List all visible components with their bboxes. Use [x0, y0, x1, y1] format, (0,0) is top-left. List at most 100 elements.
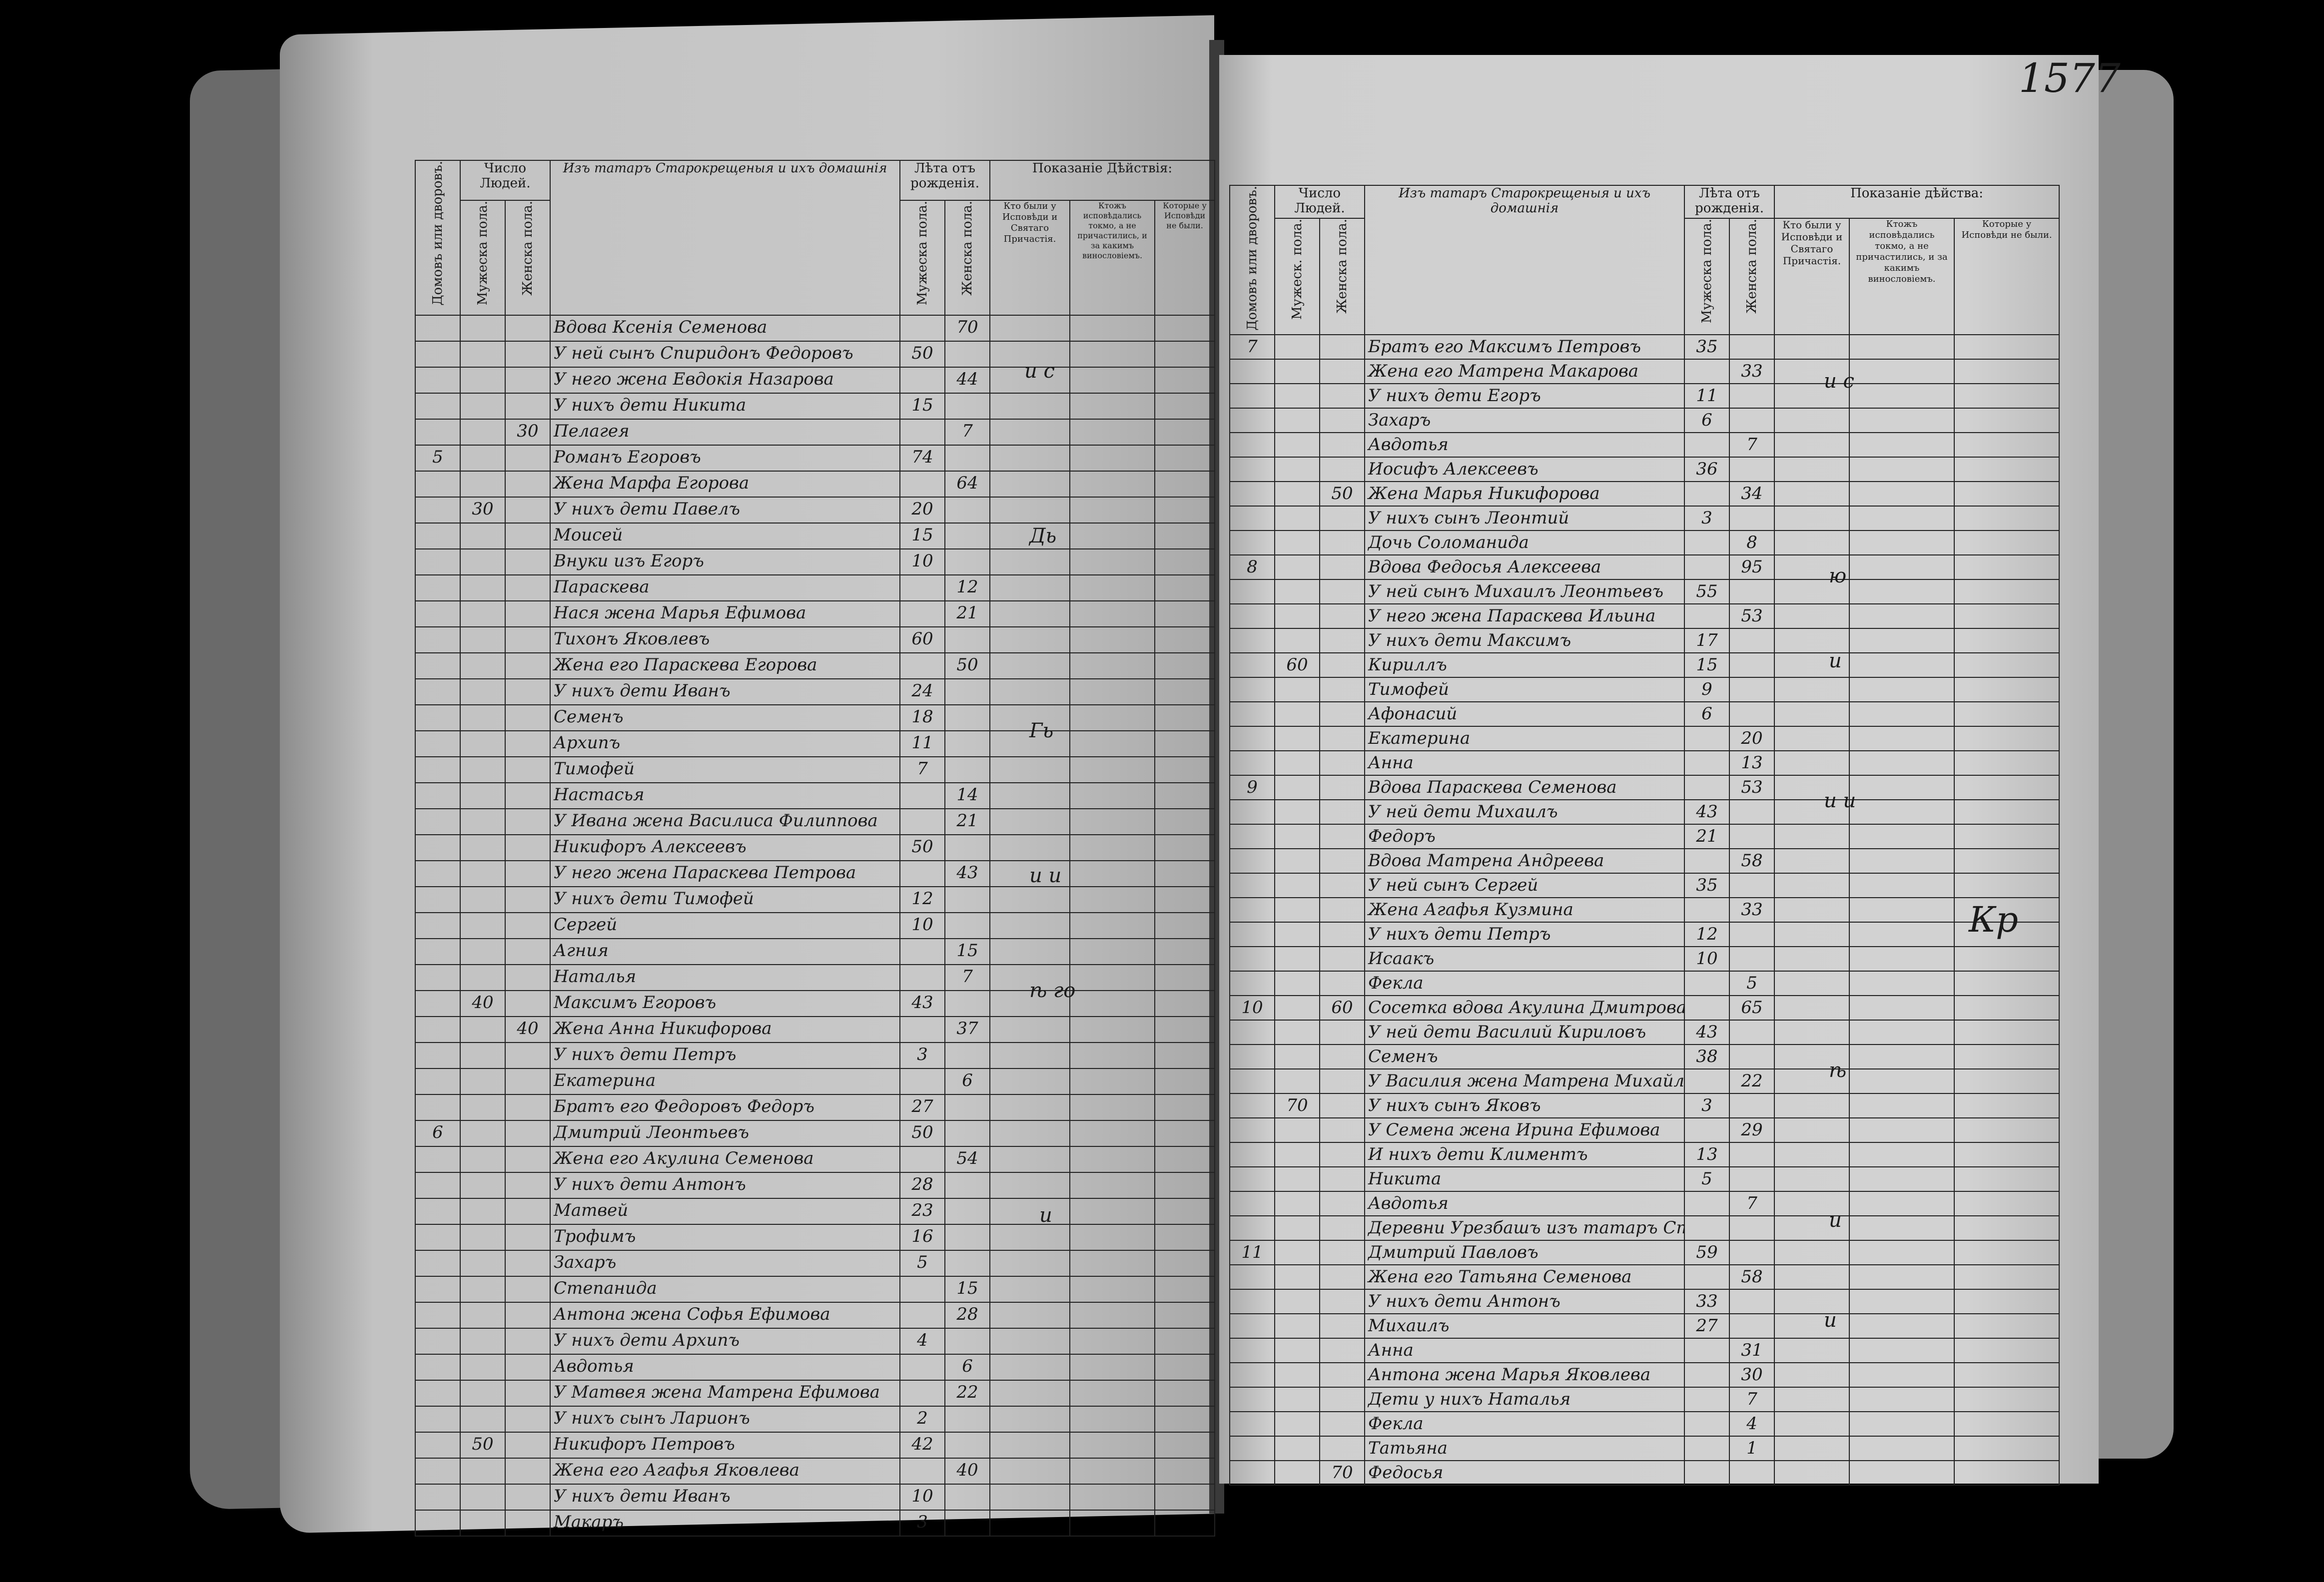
person-name: Параскева: [550, 574, 900, 601]
col-age-female: Женска пола.: [944, 200, 991, 316]
testimony-cell: [1774, 701, 1850, 727]
female-count: [505, 886, 551, 913]
house-count: [415, 523, 461, 549]
testimony-cell: [1154, 1354, 1216, 1381]
age-male: [1684, 603, 1730, 629]
age-male: 15: [899, 393, 945, 420]
house-count: [415, 652, 461, 679]
age-male: 12: [899, 886, 945, 913]
age-female: [944, 1328, 991, 1355]
age-female: [1728, 334, 1775, 360]
person-name: Антона жена Марья Яковлева: [1364, 1362, 1685, 1388]
person-name: У Матвея жена Матрена Ефимова: [550, 1380, 900, 1407]
testimony-cell: [1849, 652, 1955, 678]
person-name: И нихъ дети Климентъ: [1364, 1141, 1685, 1167]
testimony-cell: [1954, 1019, 2060, 1045]
testimony-cell: [1954, 799, 2060, 825]
person-name: Вдова Ксенія Семенова: [550, 315, 900, 342]
house-count: 9: [1229, 774, 1275, 800]
age-male: 3: [1684, 1092, 1730, 1118]
male-count: 60: [1274, 652, 1320, 678]
age-female: [944, 1224, 991, 1251]
testimony-cell: [1954, 1264, 2060, 1290]
testimony-cell: [1954, 383, 2060, 409]
testimony-cell: [989, 678, 1071, 705]
person-name: Трофимъ: [550, 1224, 900, 1251]
testimony-cell: [1069, 756, 1156, 783]
female-count: [505, 1276, 551, 1303]
testimony-cell: [1154, 445, 1216, 472]
age-female: 64: [944, 471, 991, 498]
testimony-cell: [1154, 548, 1216, 575]
age-male: 7: [899, 756, 945, 783]
house-count: [415, 1406, 461, 1433]
testimony-cell: [989, 393, 1071, 420]
female-count: [1319, 1092, 1365, 1118]
male-count: [1274, 725, 1320, 751]
age-female: 8: [1728, 529, 1775, 555]
male-count: [1274, 554, 1320, 580]
testimony-cell: [1849, 578, 1955, 604]
male-count: [460, 1406, 506, 1433]
age-male: 10: [899, 912, 945, 939]
house-count: [1229, 946, 1275, 972]
age-female: [944, 1198, 991, 1225]
female-count: [1319, 921, 1365, 947]
testimony-cell: [1774, 1411, 1850, 1437]
person-name: Максимъ Егоровъ: [550, 990, 900, 1017]
col-male: Мужеск. пола.: [1274, 217, 1320, 335]
age-female: [1728, 652, 1775, 678]
testimony-cell: [1154, 1276, 1216, 1303]
age-female: [1728, 383, 1775, 409]
female-count: [1319, 1362, 1365, 1388]
testimony-cell: [989, 730, 1071, 757]
age-male: [1684, 1411, 1730, 1437]
page-number: 1577: [2019, 55, 2121, 101]
testimony-cell: [989, 626, 1071, 653]
female-count: [505, 964, 551, 991]
age-male: 3: [899, 1510, 945, 1537]
house-count: [415, 756, 461, 783]
testimony-cell: [1849, 432, 1955, 458]
person-name: Пелагея: [550, 419, 900, 446]
female-count: [505, 367, 551, 394]
person-name: У ней дети Михаилъ: [1364, 799, 1685, 825]
testimony-cell: [1774, 554, 1850, 580]
age-male: [899, 1458, 945, 1485]
male-count: [1274, 1362, 1320, 1388]
house-count: [415, 860, 461, 887]
house-count: [415, 1432, 461, 1459]
testimony-cell: [1849, 701, 1955, 727]
female-count: [505, 1354, 551, 1381]
testimony-cell: [1849, 921, 1955, 947]
house-count: [1229, 872, 1275, 898]
testimony-cell: [1849, 1239, 1955, 1265]
person-name: Внуки изъ Егоръ: [550, 548, 900, 575]
female-count: [505, 938, 551, 965]
testimony-cell: [1069, 1068, 1156, 1095]
age-female: 14: [944, 782, 991, 809]
house-count: [415, 315, 461, 342]
age-female: [944, 912, 991, 939]
testimony-cell: [989, 1354, 1071, 1381]
person-name: Жена его Параскева Егорова: [550, 652, 900, 679]
house-count: [415, 471, 461, 498]
female-count: [505, 912, 551, 939]
female-count: [505, 1458, 551, 1485]
testimony-cell: [1154, 1224, 1216, 1251]
age-female: 28: [944, 1302, 991, 1329]
age-female: [944, 704, 991, 731]
person-name: Жена Агафья Кузмина: [1364, 897, 1685, 923]
